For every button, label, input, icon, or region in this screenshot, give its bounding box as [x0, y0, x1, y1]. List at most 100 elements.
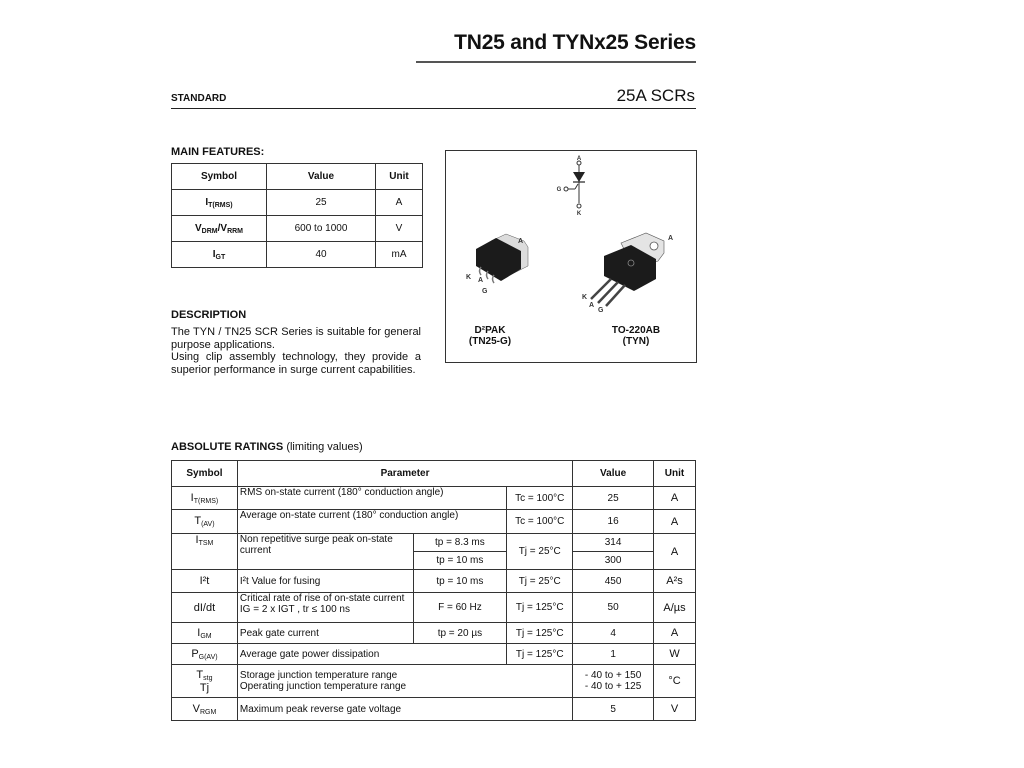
symbol-cell: IGM	[171, 622, 238, 644]
symbol-cell: ITSM	[171, 533, 238, 570]
package-illustration-box: A G K A K A G	[445, 150, 697, 363]
description-heading: DESCRIPTION	[171, 309, 247, 321]
unit-cell: V	[653, 697, 696, 721]
parameter-cell: I²t Value for fusing	[236, 569, 414, 593]
table-row: T(AV) Average on-state current (180° con…	[171, 509, 696, 534]
symbol-cell: PG(AV)	[171, 643, 238, 665]
condition-cell: tp = 20 µs	[412, 622, 508, 644]
unit-cell: A²s	[653, 569, 696, 593]
unit-cell: A	[653, 486, 696, 510]
col-unit: Unit	[653, 460, 696, 487]
table-row: dI/dt Critical rate of rise of on-state …	[171, 592, 696, 623]
table-header-row: Symbol Parameter Value Unit	[171, 460, 696, 487]
parameter-cell: Storage junction temperature range Opera…	[236, 664, 574, 698]
svg-text:G: G	[557, 187, 562, 193]
table-header-row: Symbol Value Unit	[171, 163, 423, 190]
d2pak-label: D²PAK (TN25-G)	[468, 325, 512, 347]
parameter-cell: RMS on-state current (180° conduction an…	[236, 486, 508, 510]
table-row: ITSM Non repetitive surge peak on-state …	[171, 533, 696, 570]
parameter-cell: Average gate power dissipation	[236, 643, 508, 665]
main-features-heading: MAIN FEATURES:	[171, 146, 265, 158]
col-symbol: Symbol	[171, 460, 238, 487]
value-cell: 25	[266, 189, 376, 216]
document-title: TN25 and TYNx25 Series	[454, 31, 696, 54]
table-row: IGM Peak gate current tp = 20 µs Tj = 12…	[171, 622, 696, 644]
value-cell: 4	[572, 622, 655, 644]
parameter-cell: Non repetitive surge peak on-state curre…	[236, 533, 414, 570]
col-value: Value	[572, 460, 655, 487]
svg-text:G: G	[598, 307, 604, 314]
condition-cell: tp = 10 ms	[412, 551, 508, 570]
condition-cell: F = 60 Hz	[412, 592, 508, 623]
condition-cell: Tj = 125°C	[506, 643, 574, 665]
value-cell: - 40 to + 150 - 40 to + 125	[572, 664, 655, 698]
table-row: VRGM Maximum peak reverse gate voltage 5…	[171, 697, 696, 721]
svg-text:A: A	[668, 235, 673, 242]
table-row: IT(RMS) RMS on-state current (180° condu…	[171, 486, 696, 510]
parameter-cell: Maximum peak reverse gate voltage	[236, 697, 574, 721]
svg-text:K: K	[466, 274, 471, 281]
symbol-cell: T(AV)	[171, 509, 238, 534]
document-subtitle: 25A SCRs	[616, 86, 695, 105]
unit-cell: A	[653, 622, 696, 644]
table-row: IT(RMS) 25 A	[171, 189, 423, 216]
svg-text:A: A	[518, 238, 523, 245]
parameter-cell: Critical rate of rise of on-state curren…	[236, 592, 414, 623]
svg-text:A: A	[478, 277, 483, 284]
title-divider	[416, 61, 696, 63]
category-label: STANDARD	[171, 93, 227, 104]
svg-text:K: K	[582, 294, 587, 301]
symbol-cell: IT(RMS)	[171, 486, 238, 510]
scr-symbol-icon: A G K	[557, 156, 585, 217]
symbol-cell: I²t	[171, 569, 238, 593]
unit-cell: A	[375, 189, 423, 216]
to220-package-icon: A K A G	[582, 232, 673, 314]
package-illustrations: A G K A K A G	[466, 156, 673, 314]
header-divider	[171, 108, 696, 109]
svg-text:K: K	[577, 211, 582, 217]
main-features-table: Symbol Value Unit IT(RMS) 25 A VDRM/VRRM…	[171, 163, 423, 268]
description-paragraph-1: The TYN / TN25 SCR Series is suitable fo…	[171, 326, 421, 351]
symbol-cell: IGT	[171, 241, 267, 268]
value-cell: 300	[572, 551, 655, 570]
symbol-cell: Tstg Tj	[171, 664, 238, 698]
absolute-ratings-table: Symbol Parameter Value Unit IT(RMS) RMS …	[171, 460, 696, 721]
value-cell: 40	[266, 241, 376, 268]
unit-cell: °C	[653, 664, 696, 698]
value-cell: 5	[572, 697, 655, 721]
table-row: PG(AV) Average gate power dissipation Tj…	[171, 643, 696, 665]
condition-cell: tp = 10 ms	[412, 569, 508, 593]
table-row: tp = 10 ms 300	[172, 551, 696, 570]
svg-text:G: G	[482, 288, 488, 295]
unit-cell: A	[653, 509, 696, 534]
col-symbol: Symbol	[171, 163, 267, 190]
value-cell: 16	[572, 509, 655, 534]
unit-cell: V	[375, 215, 423, 242]
unit-cell: W	[653, 643, 696, 665]
absolute-ratings-heading: ABSOLUTE RATINGS (limiting values)	[171, 441, 363, 453]
table-row: I²t I²t Value for fusing tp = 10 ms Tj =…	[171, 569, 696, 593]
condition-cell: Tj = 125°C	[506, 622, 574, 644]
value-cell: 314	[572, 533, 655, 552]
condition-cell: Tj = 25°C	[506, 533, 574, 570]
unit-cell: mA	[375, 241, 423, 268]
col-parameter: Parameter	[236, 460, 574, 487]
symbol-cell: dI/dt	[171, 592, 238, 623]
col-value: Value	[266, 163, 376, 190]
table-row: Tstg Tj Storage junction temperature ran…	[171, 664, 696, 698]
symbol-cell: IT(RMS)	[171, 189, 267, 216]
condition-cell: tp = 8.3 ms	[412, 533, 508, 552]
d2pak-package-icon: A K A G	[466, 233, 529, 295]
col-unit: Unit	[375, 163, 423, 190]
description-paragraph-2: Using clip assembly technology, they pro…	[171, 351, 421, 376]
value-cell: 25	[572, 486, 655, 510]
svg-text:A: A	[577, 156, 582, 162]
unit-cell: A/µs	[653, 592, 696, 623]
condition-cell: Tc = 100°C	[506, 486, 574, 510]
description-text: The TYN / TN25 SCR Series is suitable fo…	[171, 326, 421, 376]
to220-label: TO-220AB (TYN)	[611, 325, 661, 347]
parameter-cell: Average on-state current (180° conductio…	[236, 509, 508, 534]
value-cell: 1	[572, 643, 655, 665]
table-row: IGT 40 mA	[171, 241, 423, 268]
svg-text:A: A	[589, 302, 594, 309]
